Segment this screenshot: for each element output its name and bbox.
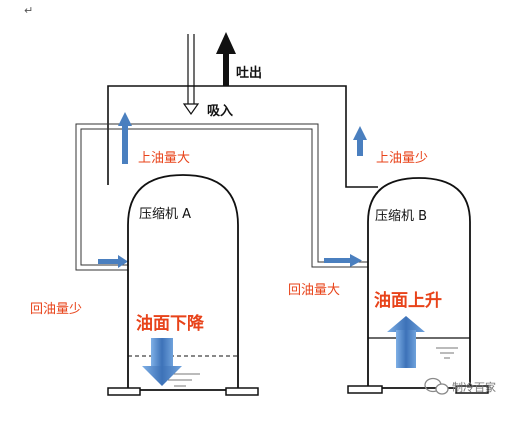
compressor-a-label: 压缩机 A <box>139 206 191 222</box>
foot-b-right <box>455 385 489 394</box>
discharge-label: 吐出 <box>236 65 262 81</box>
flow-arrow-right-a <box>98 255 128 268</box>
watermark-text: 制冷百家 <box>452 380 496 394</box>
compressor-b <box>347 177 489 394</box>
oil-out-large-label: 上油量大 <box>138 151 190 166</box>
compressor-b-label: 压缩机 B <box>375 208 427 224</box>
wechat-bubble-icon <box>424 377 449 395</box>
foot-b-left <box>347 385 383 394</box>
flow-arrow-up-a <box>118 112 132 164</box>
discharge-header <box>107 85 378 188</box>
oil-up-arrow <box>387 316 425 368</box>
suction-label: 吸入 <box>207 104 233 119</box>
flow-arrow-right-b <box>324 254 362 267</box>
oil-level-up-label: 油面上升 <box>374 290 442 311</box>
oil-return-large-label: 回油量大 <box>288 283 340 298</box>
discharge-arrow <box>216 32 236 86</box>
foot-a-left <box>107 387 141 396</box>
watermark: 制冷百家 <box>424 377 496 395</box>
oil-level-down-label: 油面下降 <box>136 313 205 334</box>
compressor-a <box>107 174 259 396</box>
suction-pipe <box>182 34 200 116</box>
corner-mark: ↵ <box>24 4 33 17</box>
flow-arrow-up-b <box>353 126 367 156</box>
oil-down-arrow <box>142 338 182 386</box>
oil-out-small-label: 上油量少 <box>376 151 428 166</box>
oil-return-small-label: 回油量少 <box>30 302 82 317</box>
foot-a-right <box>225 387 259 396</box>
